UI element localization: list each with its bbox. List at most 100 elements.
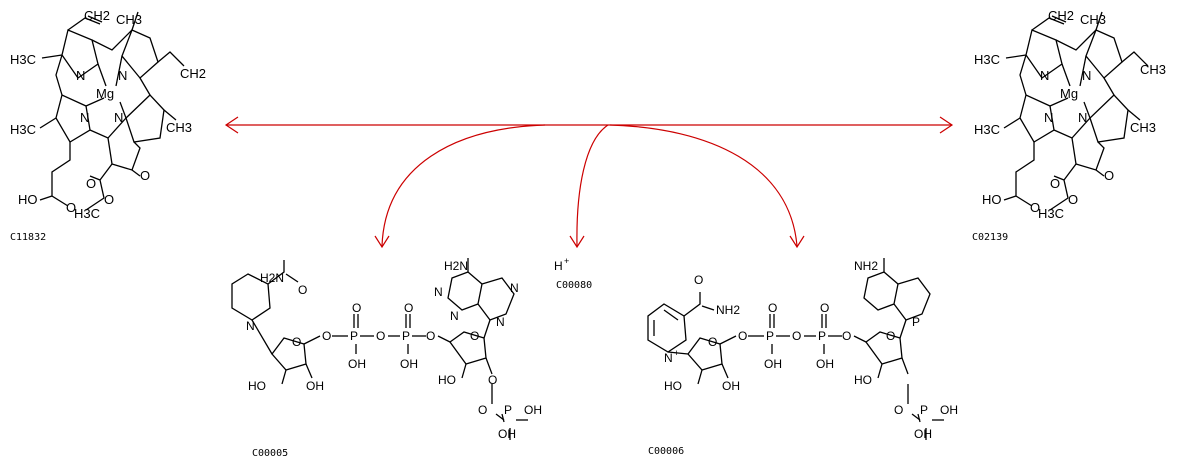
atom-o: O [298,283,307,297]
atom-n: N [496,315,505,329]
atom-ch3-right: CH3 [166,120,192,135]
compound-c02139: Mg N N N N H3C H3C CH3 CH3 CH3 CH2 HO O … [972,8,1166,243]
atom-h3c-ester: H3C [1038,206,1064,221]
atom-o-ring: O [292,335,301,349]
atom-n: P [912,315,920,329]
atom-p: P [766,329,774,343]
atom-mg: Mg [1060,86,1078,101]
atom-n: N [450,309,459,323]
atom-o: O [352,301,361,315]
atom-p: P [920,403,928,417]
compound-id-label: C11832 [10,232,46,243]
atom-ch3-top: CH3 [1080,12,1106,27]
atom-n: N [1044,110,1053,125]
atom-ho: HO [982,192,1002,207]
atom-o-ester2: O [104,192,114,207]
atom-p: P [350,329,358,343]
atom-o: O [404,301,413,315]
arrowhead-right [939,116,954,134]
atom-h2n: H2N [260,271,284,285]
atom-ho: HO [248,379,266,393]
arrowhead-c00080 [569,235,585,249]
atom-ch3: H3C [974,122,1000,137]
atom-ch3-right: CH3 [1130,120,1156,135]
atom-oh: OH [940,403,958,417]
arrowhead-left [224,116,239,134]
atom-oh: OH [524,403,542,417]
atom-o-link: O [738,329,747,343]
atom-ho: HO [438,373,456,387]
atom-oh: OH [914,427,932,441]
atom-n: N [114,110,123,125]
atom-nh2: NH2 [716,303,740,317]
branch-arrow-c00006 [609,124,798,247]
atom-o-ester: O [86,176,96,191]
atom-o: O [694,273,703,287]
atom-ho: HO [854,373,872,387]
atom-nplus: N [664,351,673,365]
atom-p: P [504,403,512,417]
atom-ch3: H3C [974,52,1000,67]
atom-ch3: H3C [10,52,36,67]
atom-p: P [818,329,826,343]
atom-o-ring: O [470,329,479,343]
atom-oh: OH [816,357,834,371]
atom-h: H [554,259,563,273]
atom-ho: HO [18,192,38,207]
atom-o-bridge: O [792,329,801,343]
atom-vinyl-right: CH2 [180,66,206,81]
compound-c00080: H + C00080 [554,256,592,291]
atom-n: N [118,68,127,83]
atom-o-link: O [426,329,435,343]
atom-o: O [66,200,76,215]
compound-id-label: C00080 [556,280,592,291]
atom-o: O [1030,200,1040,215]
compound-c00006: O NH2 N + O O P O OH O P O OH O O P HO O… [647,257,958,457]
atom-o-link: O [842,329,851,343]
atom-oh: OH [722,379,740,393]
atom-h2n: NH2 [854,259,878,273]
atom-n: N [510,281,519,295]
atom-oh: OH [348,357,366,371]
atom-o-ring: O [708,335,717,349]
atom-oh: OH [400,357,418,371]
atom-n: N [80,110,89,125]
atom-n: N [1078,110,1087,125]
atom-o-ester: O [1050,176,1060,191]
atom-o-ring: O [886,329,895,343]
compound-id-label: C02139 [972,232,1008,243]
atom-o-ketone: O [1104,168,1114,183]
charge-plus: + [564,256,569,266]
atom-ho: HO [664,379,682,393]
atom-o: O [894,403,903,417]
atom-mg: Mg [96,86,114,101]
atom-n: N [434,285,443,299]
compound-id-label: C00005 [252,448,288,459]
atom-ch3-ethyl: CH3 [1140,62,1166,77]
atom-n: N [1082,68,1091,83]
arrowhead-c00006 [789,235,805,249]
atom-o-link: O [322,329,331,343]
atom-oh: OH [764,357,782,371]
compound-c00005: H2N O N O O P O OH O P O OH O O N N N N … [231,257,542,459]
branch-arrow-c00005 [381,124,546,247]
branch-arrow-c00080 [576,124,609,247]
atom-o: O [820,301,829,315]
atom-h2n: H2N [444,259,468,273]
atom-o-bridge: O [376,329,385,343]
charge-plus: + [674,348,679,358]
atom-n: N [1040,68,1049,83]
atom-oh: OH [498,427,516,441]
atom-o-ester2: O [1068,192,1078,207]
atom-n: N [76,68,85,83]
atom-n: N [246,319,255,333]
compound-id-label: C00006 [648,446,684,457]
atom-vinyl-top: CH2 [84,8,110,23]
reaction-arrows [224,116,954,249]
atom-o-ketone: O [140,168,150,183]
atom-p: P [402,329,410,343]
arrowhead-c00005 [374,235,390,249]
compound-c11832: Mg N N N N H3C H3C CH3 CH3 CH2 CH2 HO O … [10,8,206,243]
atom-ch3: H3C [10,122,36,137]
